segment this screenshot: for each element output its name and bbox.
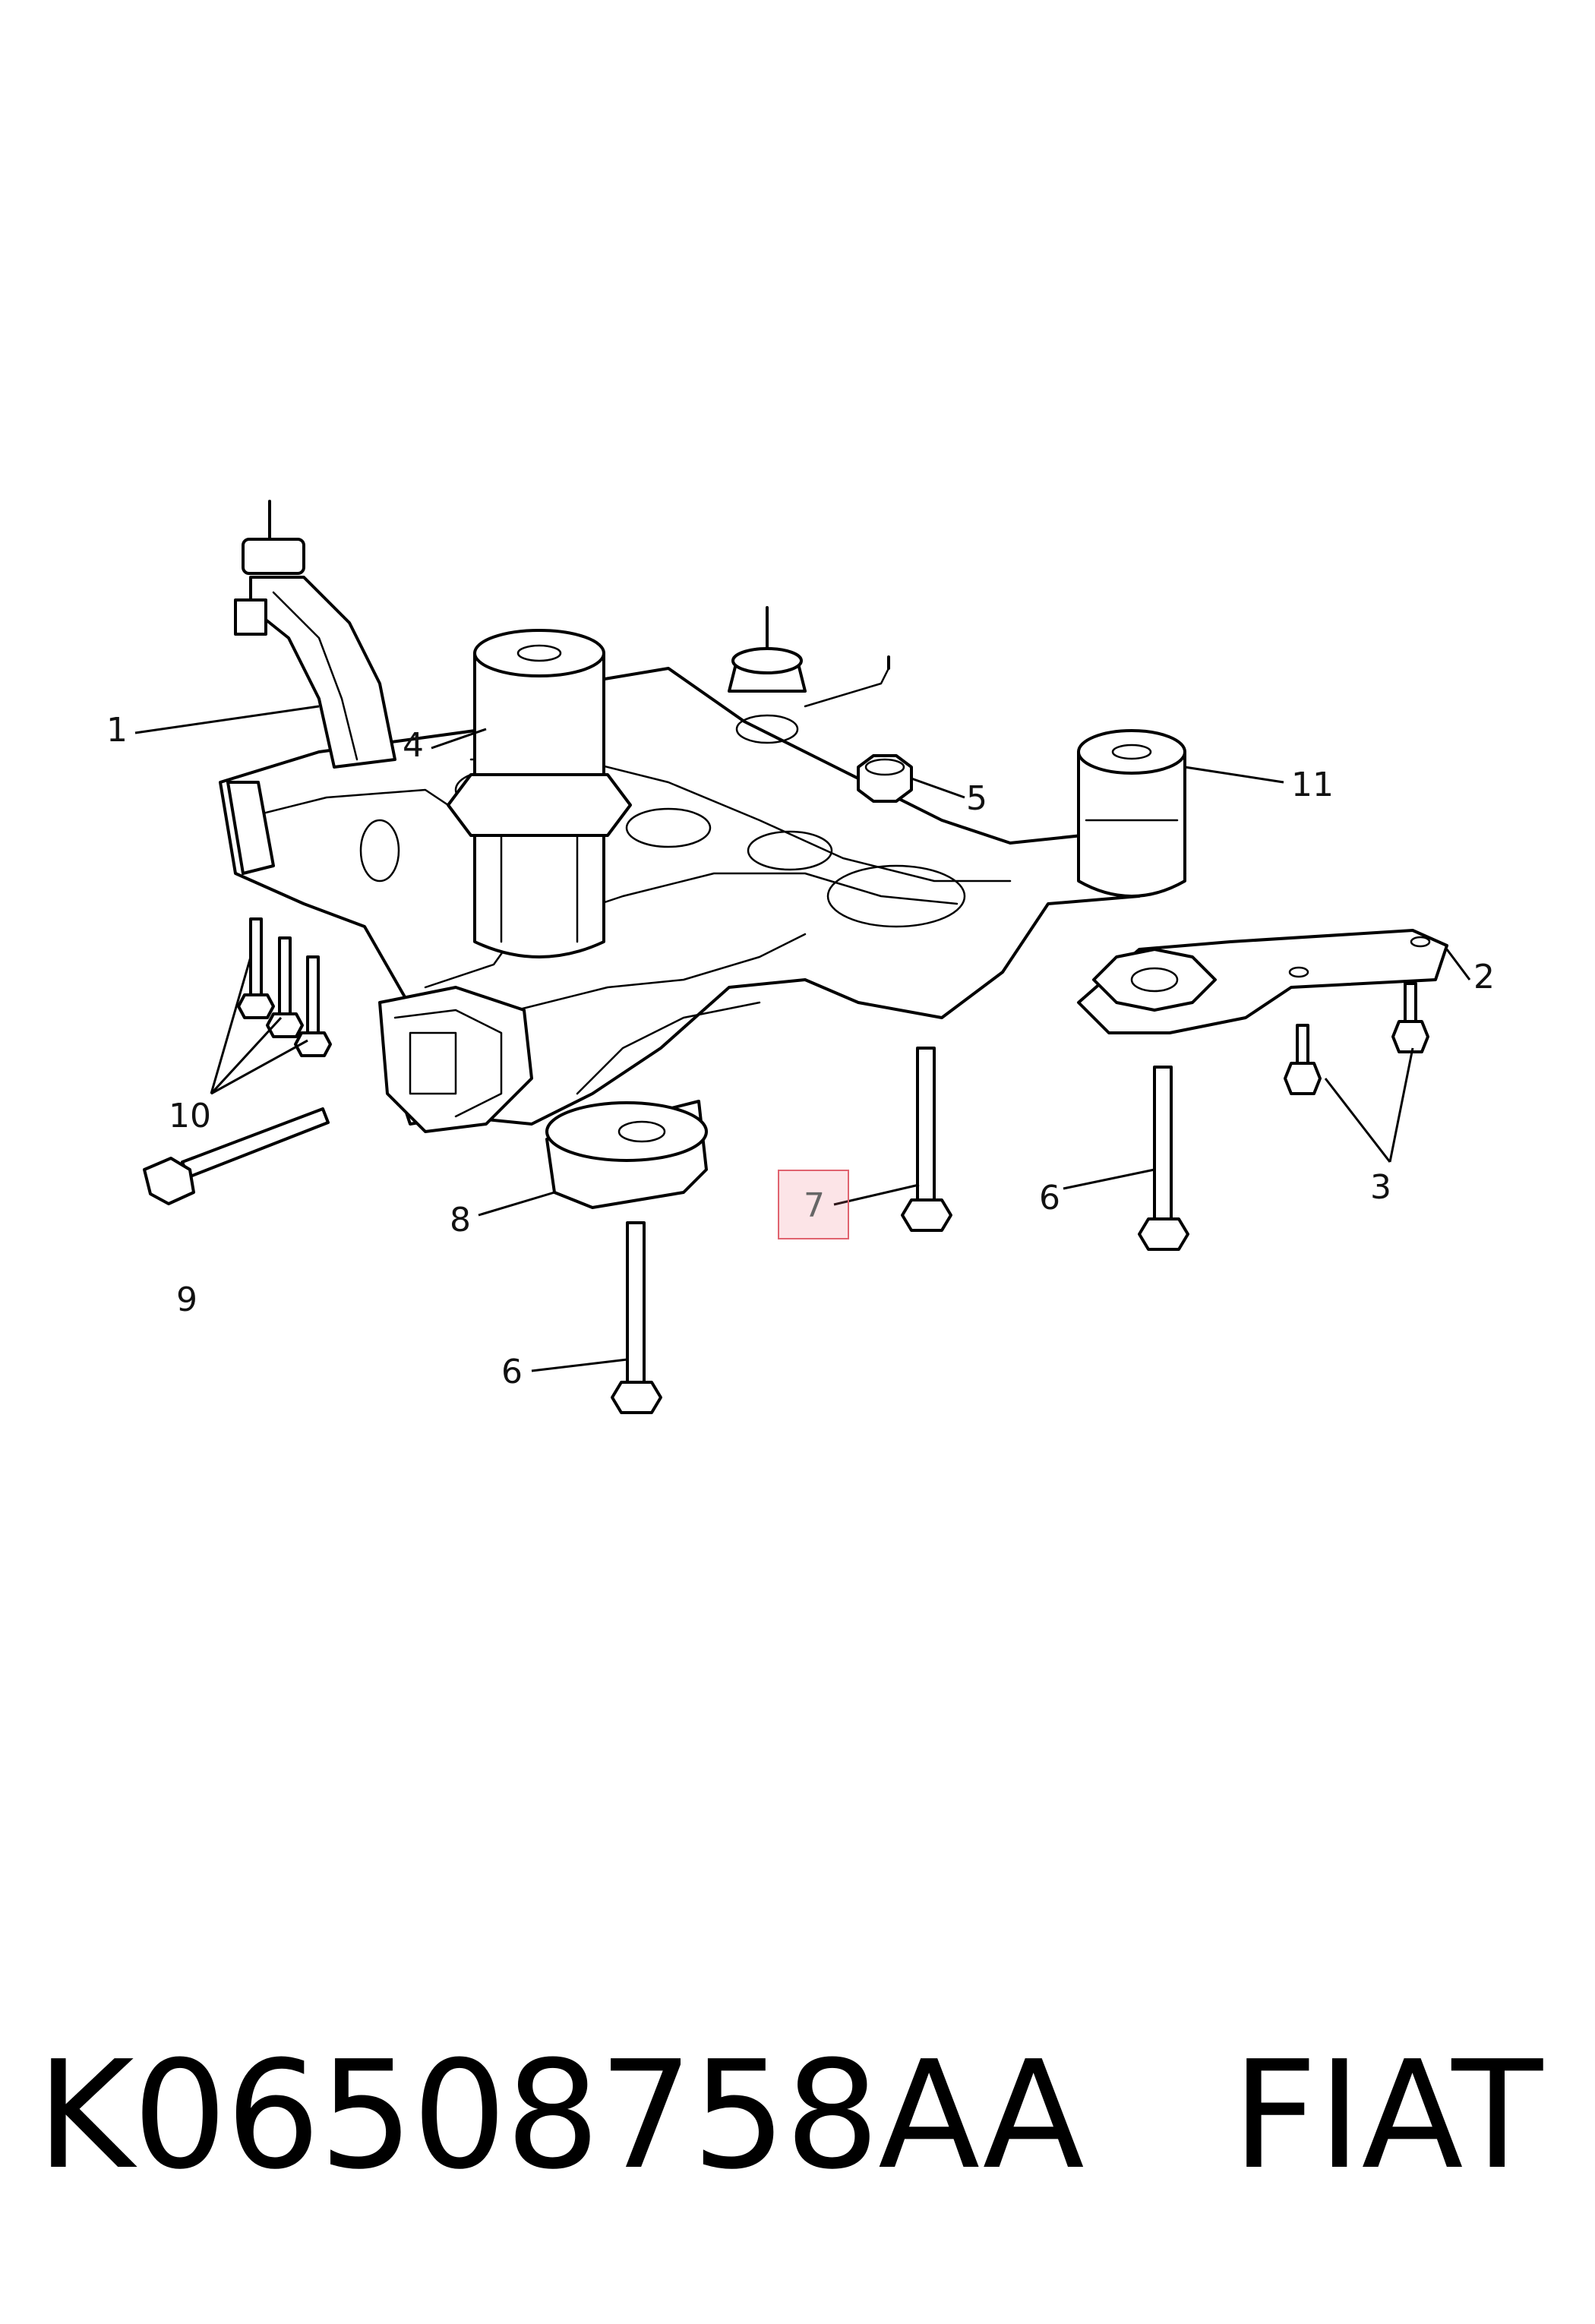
part-4-mount bbox=[447, 629, 632, 958]
callout-8[interactable]: 8 bbox=[450, 1201, 471, 1239]
callout-3[interactable]: 3 bbox=[1370, 1168, 1391, 1207]
callout-9[interactable]: 9 bbox=[176, 1280, 197, 1319]
part-3-bolts bbox=[1284, 982, 1429, 1095]
callout-1[interactable]: 1 bbox=[106, 711, 128, 750]
callout-2[interactable]: 2 bbox=[1473, 958, 1495, 996]
part-5-nut bbox=[857, 754, 913, 803]
callout-6-lower[interactable]: 6 bbox=[501, 1353, 523, 1391]
part-8-bushing bbox=[545, 1100, 708, 1209]
part-7-bolt bbox=[901, 1047, 952, 1232]
part-9-long-bolt bbox=[143, 1107, 330, 1205]
part-2-bracket-plate bbox=[1077, 929, 1448, 1034]
part-number: K06508758AA bbox=[36, 2029, 1085, 2202]
part-1-bracket bbox=[234, 500, 396, 769]
rear-stud-mount bbox=[728, 606, 890, 708]
leader-lines bbox=[134, 705, 1471, 1372]
callout-10[interactable]: 10 bbox=[169, 1097, 211, 1135]
brand-name: FIAT bbox=[1232, 2029, 1543, 2202]
part-6-bolt-lower bbox=[611, 1221, 662, 1414]
callout-6-right[interactable]: 6 bbox=[1039, 1179, 1060, 1217]
callout-7[interactable]: 7 bbox=[804, 1186, 825, 1225]
callout-11[interactable]: 11 bbox=[1291, 766, 1334, 804]
part-6-bolt-right bbox=[1138, 1066, 1189, 1251]
callout-4[interactable]: 4 bbox=[403, 726, 424, 765]
callout-5[interactable]: 5 bbox=[966, 779, 987, 818]
callout-7-highlight[interactable] bbox=[778, 1170, 849, 1239]
part-11-mount bbox=[1077, 729, 1186, 898]
part-10-bolts bbox=[237, 917, 332, 1057]
